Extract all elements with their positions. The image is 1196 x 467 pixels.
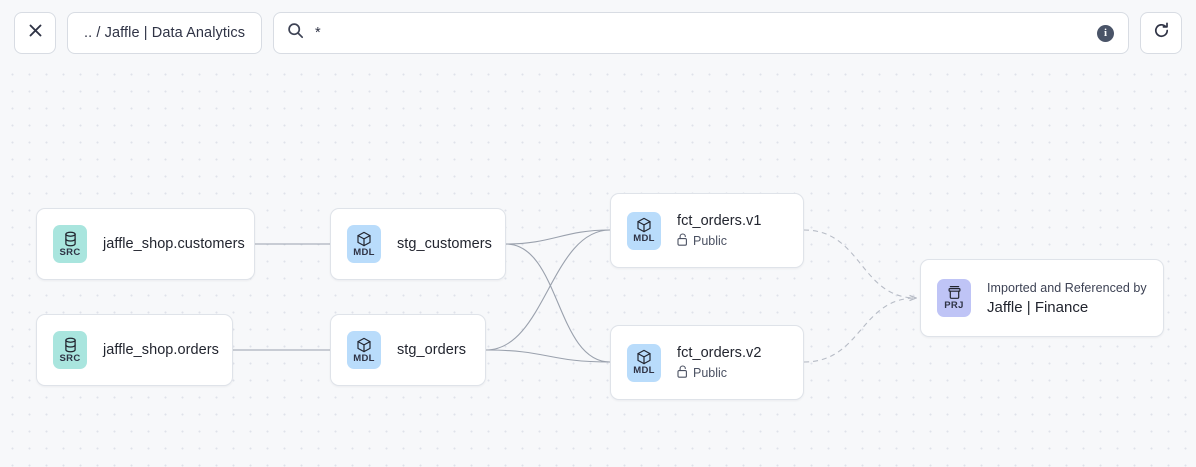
node-text: fct_orders.v1 Public — [677, 213, 761, 249]
cube-icon — [356, 231, 372, 247]
breadcrumb-button[interactable]: .. / Jaffle | Data Analytics — [67, 12, 263, 54]
node-text: fct_orders.v2 Public — [677, 345, 761, 381]
graph-canvas[interactable]: SRC jaffle_shop.customers SRC jaffle_sh — [0, 60, 1196, 467]
close-button[interactable] — [14, 12, 56, 54]
database-icon — [63, 337, 78, 353]
node-stg-customers[interactable]: MDL stg_customers — [330, 208, 506, 280]
node-visibility: Public — [677, 232, 761, 249]
node-title: stg_orders — [397, 342, 467, 358]
node-title: fct_orders.v1 — [677, 212, 762, 229]
edge-stgcustomers-to-fctv2 — [505, 243, 611, 363]
node-text: jaffle_shop.orders — [103, 342, 219, 358]
node-title: stg_customers — [397, 236, 492, 252]
node-caption: Imported and Referenced by — [987, 280, 1147, 295]
node-jaffle-finance-project[interactable]: PRJ Imported and Referenced by Jaffle | … — [920, 259, 1164, 337]
node-title: jaffle_shop.orders — [103, 342, 219, 358]
model-badge: MDL — [347, 225, 381, 263]
node-fct-orders-v1[interactable]: MDL fct_orders.v1 Public — [610, 193, 804, 268]
unlock-icon — [677, 232, 688, 249]
badge-code: PRJ — [944, 300, 964, 312]
source-badge: SRC — [53, 225, 87, 263]
refresh-icon — [1152, 21, 1171, 45]
node-jaffle-shop-orders[interactable]: SRC jaffle_shop.orders — [36, 314, 233, 386]
cube-icon — [636, 349, 652, 365]
unlock-icon — [677, 364, 688, 381]
source-badge: SRC — [53, 331, 87, 369]
search-icon — [287, 22, 304, 44]
edge-fctv2-to-project — [803, 298, 916, 363]
edge-stgcustomers-to-fctv1 — [505, 229, 611, 245]
search-query-value[interactable]: * — [315, 25, 321, 41]
cube-icon — [636, 217, 652, 233]
cube-icon — [356, 337, 372, 353]
badge-code: SRC — [59, 352, 81, 364]
node-title: Jaffle | Finance — [987, 298, 1089, 316]
model-badge: MDL — [347, 331, 381, 369]
model-badge: MDL — [627, 211, 661, 250]
close-icon — [28, 23, 43, 43]
node-fct-orders-v2[interactable]: MDL fct_orders.v2 Public — [610, 325, 804, 400]
node-text: stg_orders — [397, 342, 466, 358]
search-input[interactable]: * i — [273, 12, 1129, 54]
badge-code: MDL — [353, 246, 375, 258]
badge-code: MDL — [633, 233, 655, 245]
breadcrumb-label: .. / Jaffle | Data Analytics — [84, 25, 246, 41]
badge-code: MDL — [353, 352, 375, 364]
toolbar: .. / Jaffle | Data Analytics * i — [0, 0, 1196, 66]
node-visibility: Public — [677, 364, 761, 381]
database-icon — [63, 231, 78, 247]
project-badge: PRJ — [937, 279, 971, 317]
info-icon[interactable]: i — [1097, 24, 1114, 42]
refresh-button[interactable] — [1140, 12, 1182, 54]
node-title: fct_orders.v2 — [677, 344, 762, 361]
node-stg-orders[interactable]: MDL stg_orders — [330, 314, 486, 386]
project-box-icon — [947, 285, 962, 300]
node-title: jaffle_shop.customers — [103, 236, 245, 252]
node-visibility-label: Public — [693, 365, 728, 380]
edge-fctv1-to-project — [803, 229, 916, 298]
node-jaffle-shop-customers[interactable]: SRC jaffle_shop.customers — [36, 208, 255, 280]
edge-stgorders-to-fctv2 — [485, 349, 611, 363]
model-badge: MDL — [627, 343, 661, 382]
node-text: stg_customers — [397, 236, 492, 252]
badge-code: SRC — [59, 246, 81, 258]
node-text: jaffle_shop.customers — [103, 236, 245, 252]
node-text: Imported and Referenced by Jaffle | Fina… — [987, 281, 1147, 316]
badge-code: MDL — [633, 365, 655, 377]
node-visibility-label: Public — [693, 233, 728, 248]
